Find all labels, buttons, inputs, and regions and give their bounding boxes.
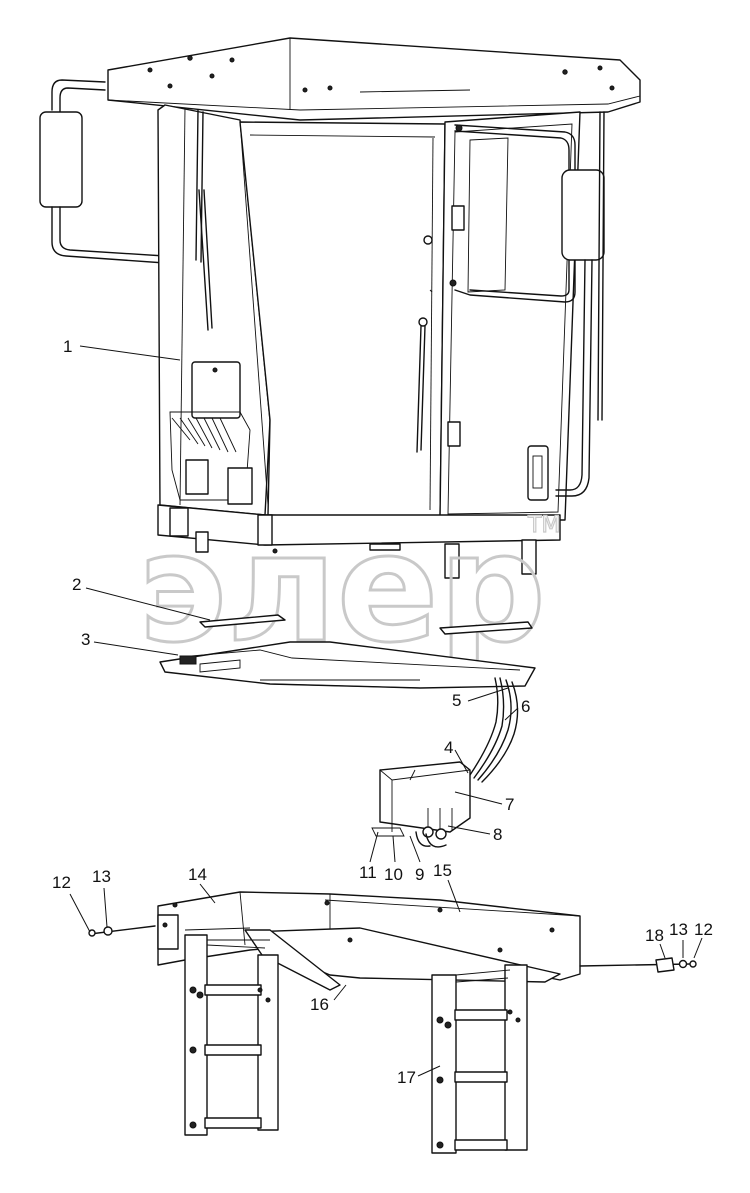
callout-18: 18 <box>645 926 664 945</box>
bolt-12-left <box>88 929 96 937</box>
callout-16: 16 <box>310 995 329 1014</box>
callout-6: 6 <box>521 697 530 716</box>
callout-11: 11 <box>359 863 377 882</box>
part-2-strip <box>199 614 286 628</box>
callout-13-right: 13 <box>669 920 688 939</box>
cable-bundle <box>469 677 519 783</box>
hardware-right <box>579 957 697 973</box>
callout-14: 14 <box>188 865 207 884</box>
callout-12: 12 <box>52 873 71 892</box>
bracket-18 <box>655 957 675 973</box>
cab-base <box>157 504 561 579</box>
callout-13: 13 <box>92 867 111 886</box>
callout-17: 17 <box>397 1068 416 1087</box>
cab-assembly <box>39 37 641 579</box>
callout-15: 15 <box>433 861 452 880</box>
hardware-left <box>88 925 156 937</box>
callout-2: 2 <box>72 575 81 594</box>
callout-1: 1 <box>63 337 72 356</box>
control-box <box>371 761 471 848</box>
support-frame <box>157 891 581 991</box>
part-3-floor-mat <box>159 641 536 689</box>
callout-4: 4 <box>444 738 453 757</box>
cab-left-panel <box>157 104 271 516</box>
callout-8: 8 <box>493 825 502 844</box>
callout-labels: 1 2 3 4 5 6 7 8 9 10 11 12 13 14 15 16 1… <box>52 337 713 1087</box>
callout-9: 9 <box>415 865 424 884</box>
washer-13-right <box>678 959 688 969</box>
left-mirror <box>39 79 166 264</box>
callout-5: 5 <box>452 691 461 710</box>
right-mirror <box>555 111 605 497</box>
callout-10: 10 <box>384 865 403 884</box>
part-2-strip-right <box>439 621 533 635</box>
callout-7: 7 <box>505 795 514 814</box>
bolt-12-right <box>689 960 697 968</box>
ladder-right <box>431 964 528 1154</box>
cab-front-panel <box>239 121 446 521</box>
washer-13-left <box>103 926 113 936</box>
callout-3: 3 <box>81 630 90 649</box>
callout-12-right: 12 <box>694 920 713 939</box>
cab-roof <box>107 37 641 121</box>
floor-strips <box>199 614 533 635</box>
watermark-trademark: TM <box>527 513 560 538</box>
cab-door <box>439 111 581 521</box>
ladder-left <box>184 934 279 1136</box>
leader-lines <box>69 345 703 1077</box>
